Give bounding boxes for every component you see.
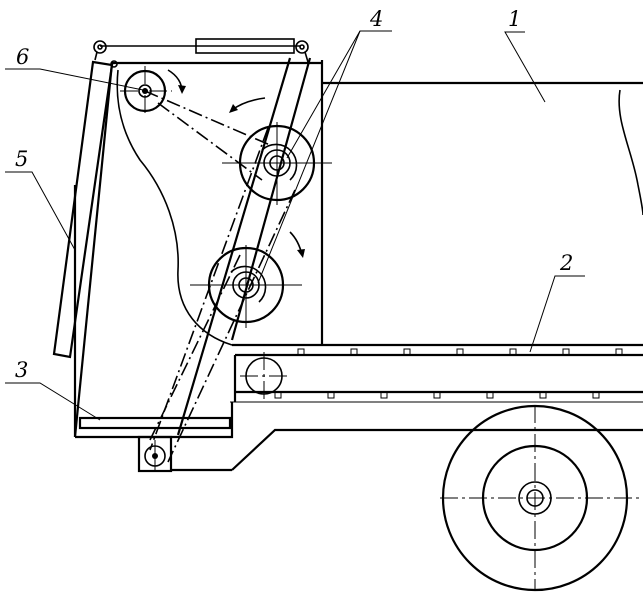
drive-sprocket [137,435,173,473]
chassis-frame [170,428,643,472]
callout-5: 5 [15,147,28,171]
rotor-upper [222,122,332,205]
chain-drive [144,90,296,463]
conveyor-slats-bottom [274,391,600,399]
flap [52,60,118,359]
callout-4: 4 [369,7,383,31]
leader-lines [5,30,585,421]
callout-2: 2 [559,251,573,275]
rotation-arrows [167,69,305,258]
hopper-body [320,60,643,345]
hydraulic-cylinder [93,38,309,63]
rotor-lower [190,245,302,328]
callout-6: 6 [16,45,29,69]
callout-1: 1 [508,7,521,31]
housing [73,61,322,439]
conveyor-slats-top [297,348,623,356]
conveyor [230,343,643,403]
bottom-plate [78,416,232,430]
wheel [440,404,643,592]
callout-3: 3 [15,358,28,382]
conveyor-pulley [240,352,290,400]
